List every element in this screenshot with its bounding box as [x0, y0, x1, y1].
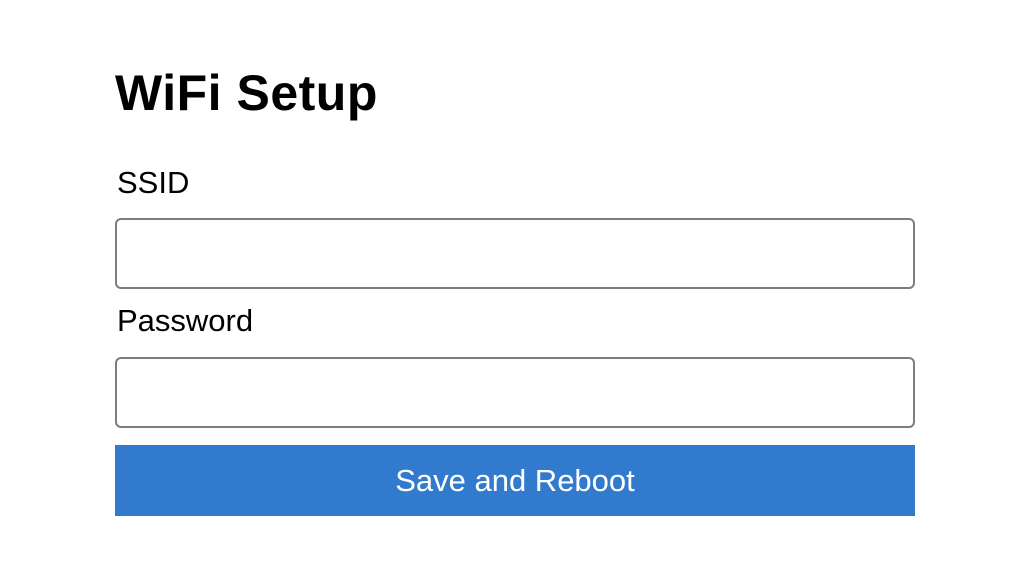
- page-title: WiFi Setup: [115, 65, 378, 121]
- ssid-input[interactable]: [115, 218, 915, 289]
- password-label: Password: [117, 303, 254, 338]
- ssid-label: SSID: [117, 165, 190, 200]
- password-input[interactable]: [115, 357, 915, 428]
- save-and-reboot-button[interactable]: Save and Reboot: [115, 445, 915, 516]
